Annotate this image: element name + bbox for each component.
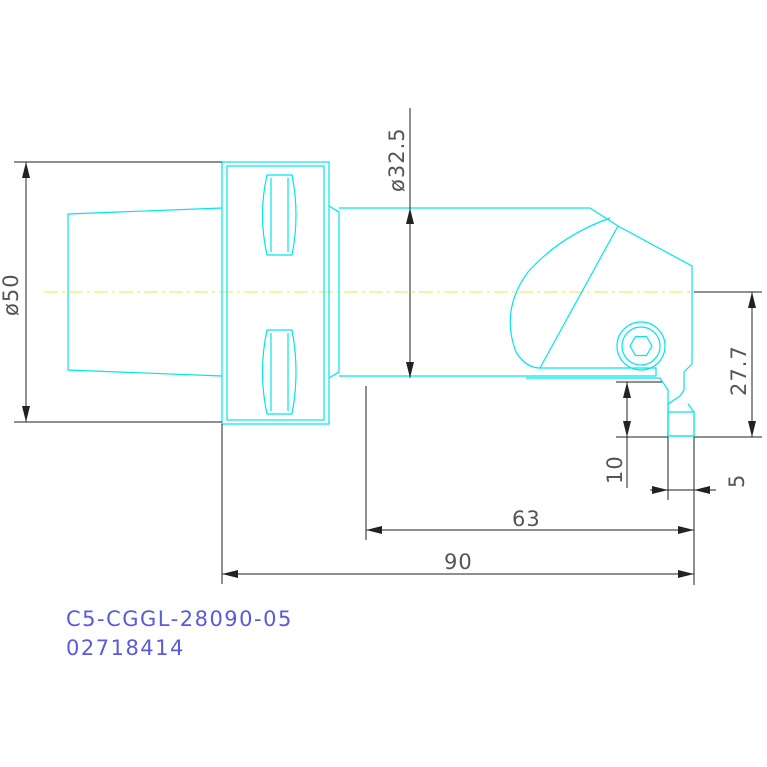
dim-label-5: 5 <box>725 474 749 488</box>
tapered-shank <box>67 207 223 377</box>
collar-outer <box>221 161 330 425</box>
clamp-screw-outer <box>616 321 666 371</box>
order-number: 02718414 <box>66 636 185 660</box>
drive-slot-upper <box>261 174 297 256</box>
arrow-10-bottom <box>623 421 631 437</box>
arrow-d32-top <box>406 208 414 224</box>
arrow-90-right <box>678 570 694 578</box>
drive-slot-lower <box>261 329 297 415</box>
body-neck <box>328 205 340 379</box>
arrow-d50-bottom <box>22 406 30 422</box>
clamp-wedge <box>538 225 657 376</box>
arrow-5-right <box>694 486 710 494</box>
arrow-27-bottom <box>748 421 756 437</box>
arrow-d32-bottom <box>406 362 414 378</box>
insert-seat <box>526 377 695 437</box>
hex-socket-icon <box>629 335 653 357</box>
chip-pocket <box>509 217 611 369</box>
dim-label-63: 63 <box>512 507 541 531</box>
dimension-lines <box>14 108 762 585</box>
arrow-90-left <box>222 570 238 578</box>
dim-label-10: 10 <box>603 455 627 484</box>
dim-label-27-7: 27.7 <box>727 345 751 396</box>
dim-label-90: 90 <box>444 550 473 574</box>
body-outline <box>339 207 693 436</box>
tool-outline <box>67 161 695 437</box>
arrow-d50-top <box>22 162 30 178</box>
arrow-63-right <box>678 526 694 534</box>
arrow-10-top <box>623 382 631 398</box>
insert <box>667 411 695 437</box>
arrow-27-top <box>748 292 756 308</box>
arrow-5-left <box>652 486 668 494</box>
clamp-screw-inner <box>621 326 661 366</box>
dim-label-d50: ø50 <box>0 273 23 316</box>
dim-label-d32: ø32.5 <box>385 127 409 192</box>
collar-inner <box>226 165 325 421</box>
part-designation: C5-CGGL-28090-05 <box>66 607 293 631</box>
arrow-63-left <box>366 526 382 534</box>
